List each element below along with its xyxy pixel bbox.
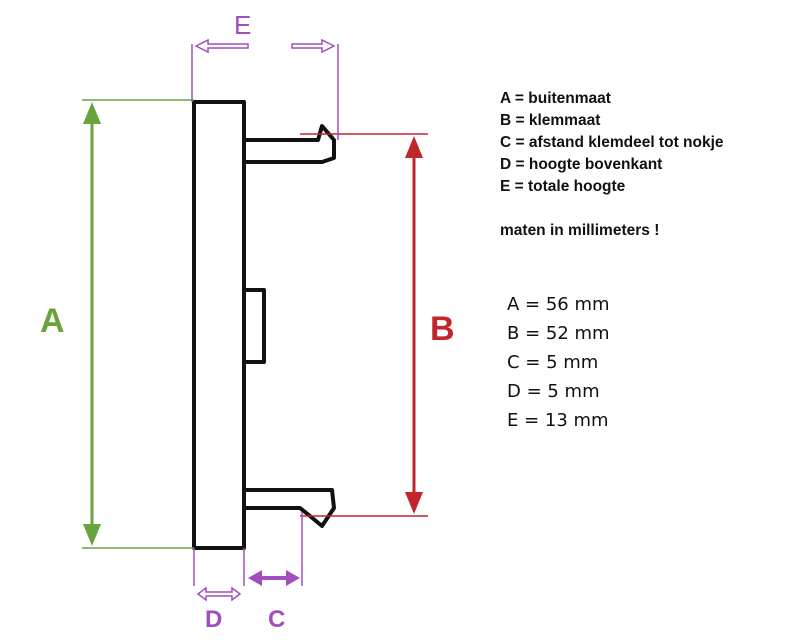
legend: A = buitenmaat B = klemmaat C = afstand … xyxy=(500,88,724,242)
arrowhead-b-top xyxy=(405,136,423,158)
part-outline xyxy=(192,100,336,550)
upper-clip xyxy=(242,124,336,164)
cap-body xyxy=(192,100,246,550)
value-a: A = 56 mm xyxy=(507,294,610,315)
value-e: E = 13 mm xyxy=(507,410,609,431)
lower-clip xyxy=(242,488,336,528)
legend-item-e: E = totale hoogte xyxy=(500,178,626,195)
dimension-a xyxy=(82,99,194,549)
label-b: B xyxy=(430,310,455,348)
arrowhead-a-top xyxy=(83,102,101,124)
label-e: E xyxy=(234,10,251,40)
dimension-b xyxy=(300,133,428,517)
arrowhead-b-bottom xyxy=(405,492,423,514)
value-c: C = 5 mm xyxy=(507,352,599,373)
measurement-values: A = 56 mm B = 52 mm C = 5 mm D = 5 mm E … xyxy=(507,290,610,435)
dimension-d xyxy=(193,548,245,602)
units-note: maten in millimeters ! xyxy=(500,222,660,239)
legend-item-c: C = afstand klemdeel tot nokje xyxy=(500,134,724,151)
arrow-d xyxy=(196,586,242,602)
dimension-e xyxy=(191,38,339,140)
arrowhead-c-left xyxy=(248,570,262,586)
center-nub xyxy=(242,288,266,364)
value-d: D = 5 mm xyxy=(507,381,600,402)
legend-item-b: B = klemmaat xyxy=(500,112,601,129)
label-d: D xyxy=(205,606,222,633)
arrow-e-right xyxy=(291,38,336,54)
arrowhead-a-bottom xyxy=(83,524,101,546)
legend-item-d: D = hoogte bovenkant xyxy=(500,156,663,173)
arrow-e-left xyxy=(194,38,249,54)
label-a: A xyxy=(40,302,65,340)
arrowhead-c-right xyxy=(286,570,300,586)
value-b: B = 52 mm xyxy=(507,323,610,344)
label-c: C xyxy=(268,606,285,633)
legend-item-a: A = buitenmaat xyxy=(500,90,611,107)
dimension-c xyxy=(248,512,303,586)
